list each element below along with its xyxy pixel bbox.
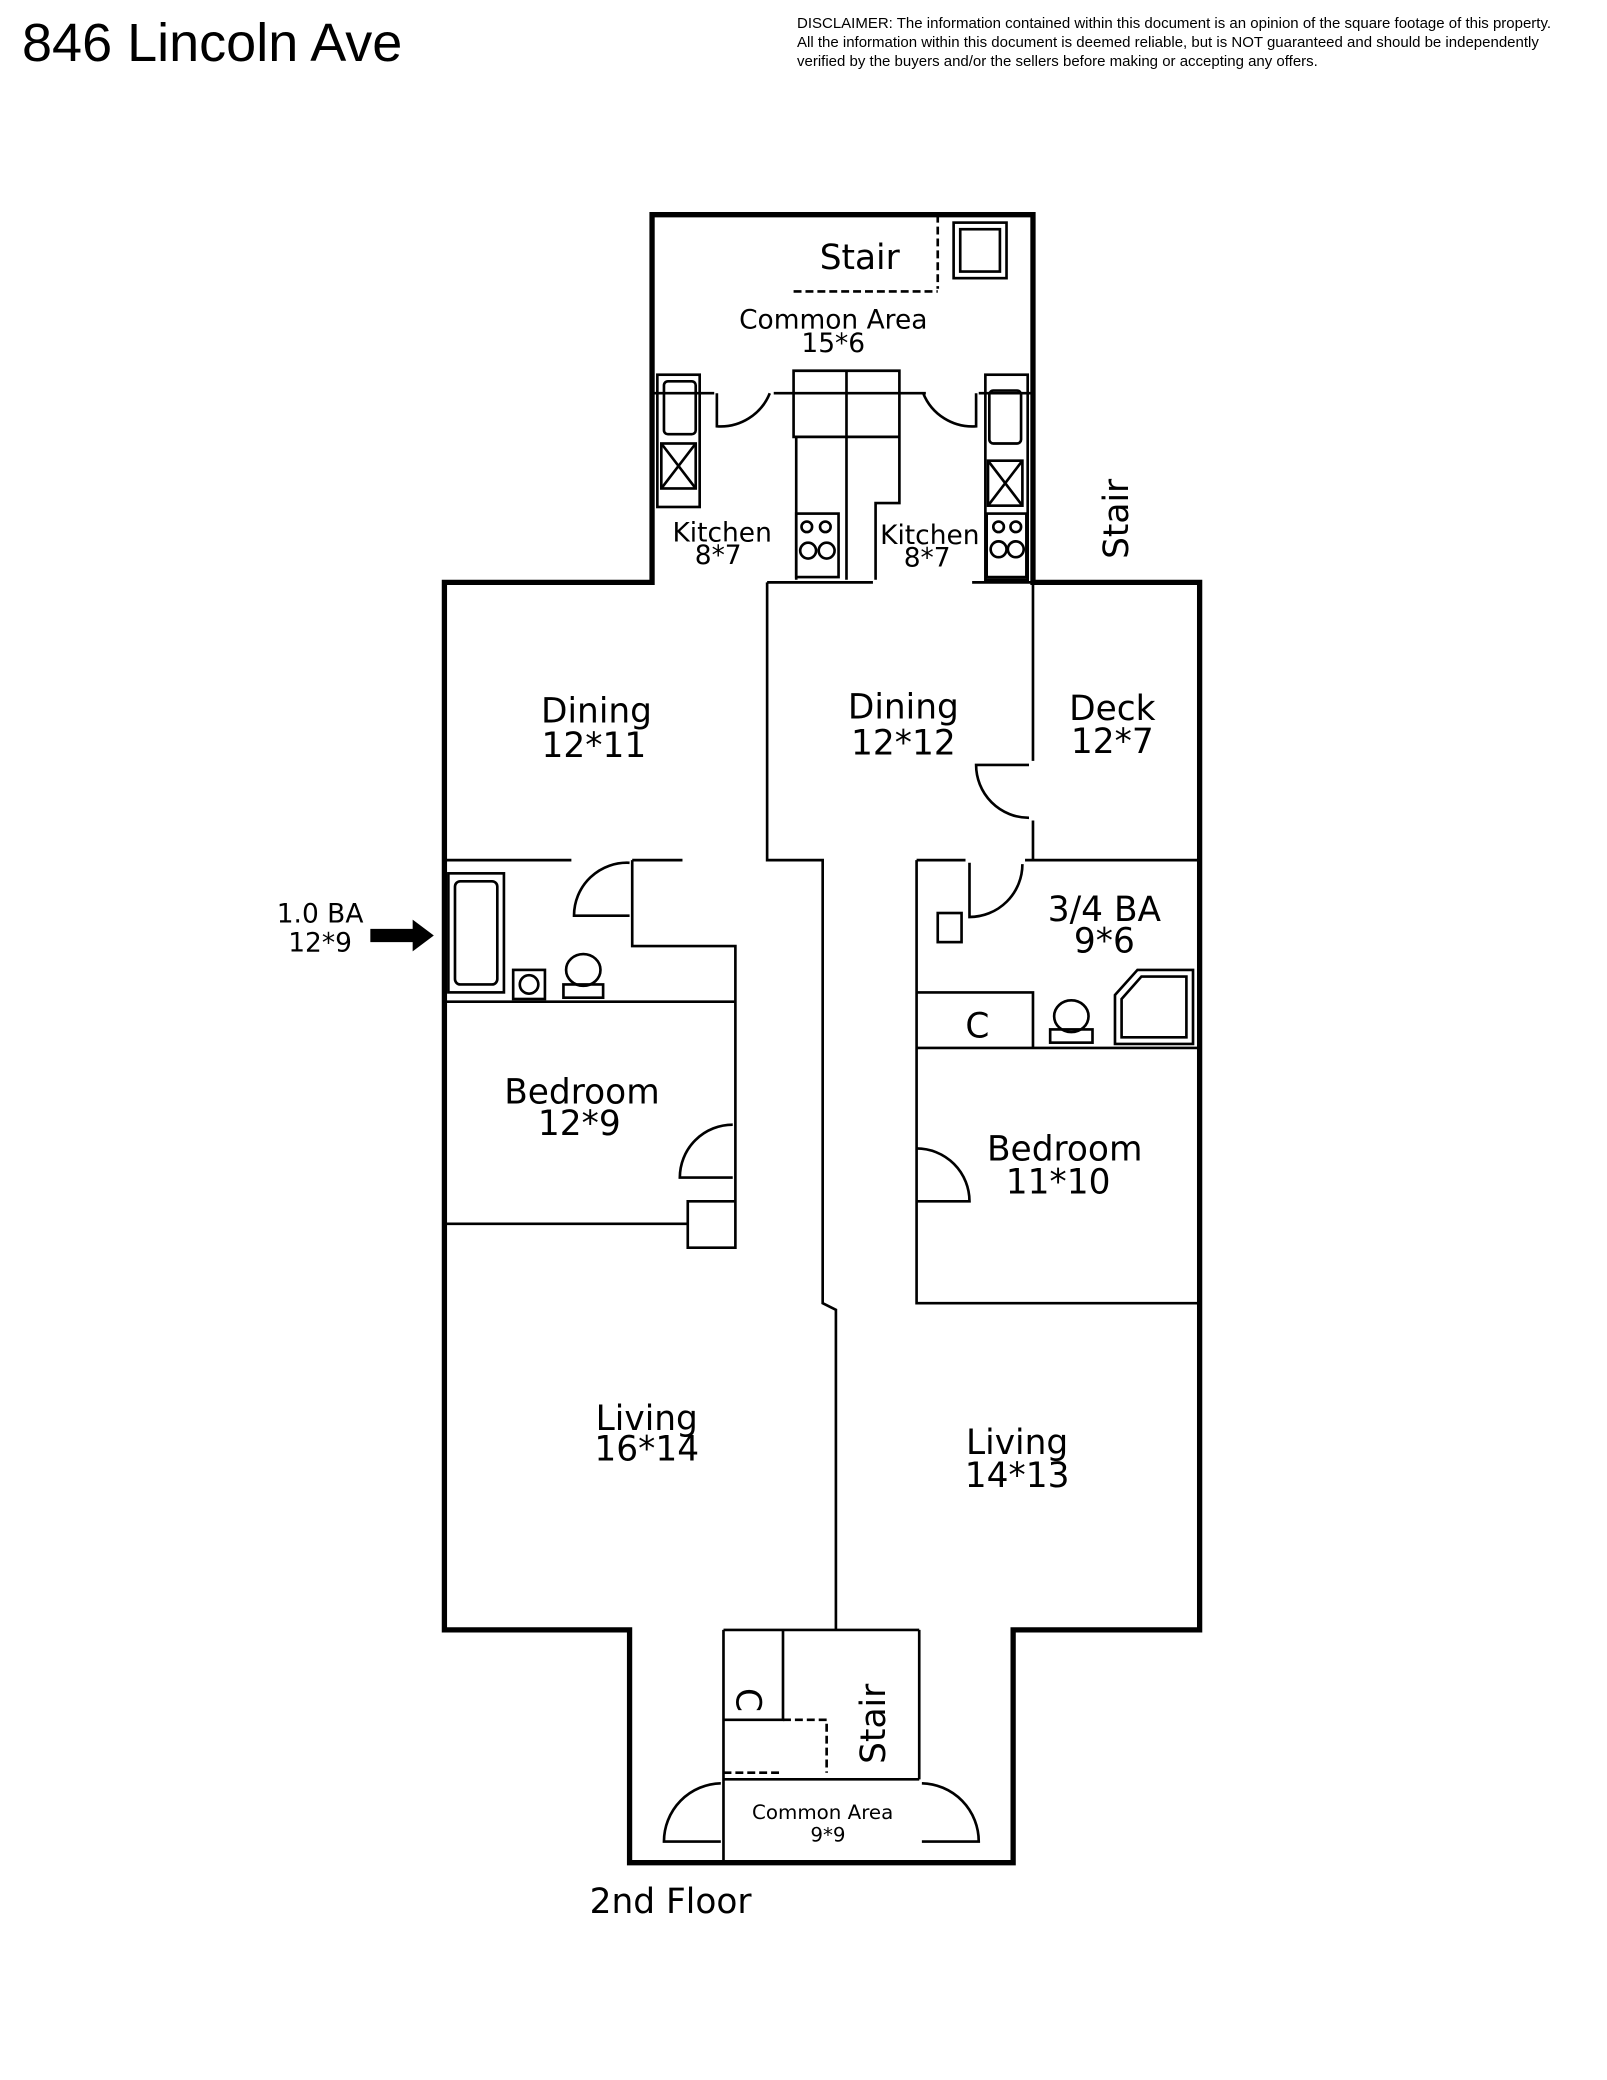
kitchen-right-size: 8*7 xyxy=(904,542,951,573)
deck-size: 12*7 xyxy=(1071,722,1154,762)
bath-left-size: 12*9 xyxy=(288,927,352,958)
exterior-walls xyxy=(441,212,1203,1866)
appliance-icon xyxy=(952,221,1008,280)
kitchen-left-size: 8*7 xyxy=(695,540,742,571)
shower-icon xyxy=(1113,968,1195,1046)
dining-right-size: 12*12 xyxy=(851,723,956,763)
closet-right-label: C xyxy=(965,1006,989,1046)
sink-icon xyxy=(988,389,1023,445)
page-title: 846 Lincoln Ave xyxy=(22,13,403,73)
left-counter xyxy=(656,373,701,509)
deck-label: Deck xyxy=(1069,689,1156,729)
toilet-icon xyxy=(1052,998,1090,1034)
bedroom-right-size: 11*10 xyxy=(1006,1162,1111,1202)
dining-left-size: 12*11 xyxy=(542,726,647,766)
bedroom-right-label: Bedroom xyxy=(987,1129,1142,1169)
bathtub-icon xyxy=(447,872,506,994)
closet-bottom-label: C xyxy=(728,1688,768,1712)
bath-right-size: 9*6 xyxy=(1074,922,1135,962)
bath-right-label: 3/4 BA xyxy=(1048,890,1162,930)
bedroom-left-label: Bedroom xyxy=(504,1072,659,1112)
sink-icon xyxy=(662,380,698,436)
arrow-icon xyxy=(370,919,434,952)
common-bottom-size: 9*9 xyxy=(810,1824,845,1847)
disclaimer-line: DISCLAIMER: The information contained wi… xyxy=(797,15,1552,32)
common-bottom-label: Common Area xyxy=(752,1801,893,1824)
room-labels: Stair Common Area 15*6 Kitchen 8*7 Kitch… xyxy=(277,238,1162,1922)
toilet-icon xyxy=(564,952,602,988)
sink-icon xyxy=(936,911,963,944)
dining-left-label: Dining xyxy=(541,692,652,732)
right-counter xyxy=(984,373,1030,582)
disclaimer: DISCLAIMER: The information contained wi… xyxy=(797,14,1597,71)
kitchen-fixtures xyxy=(656,221,1030,582)
dishwasher-icon xyxy=(986,459,1024,507)
disclaimer-line: verified by the buyers and/or the seller… xyxy=(797,53,1318,70)
stair-bottom-label: Stair xyxy=(854,1683,894,1764)
common-top-label: Common Area xyxy=(739,304,927,335)
living-left-label: Living xyxy=(596,1399,698,1439)
dishwasher-icon xyxy=(659,442,698,490)
common-top-size: 15*6 xyxy=(801,328,865,359)
bedroom-left-size: 12*9 xyxy=(538,1104,621,1144)
stove-icon xyxy=(794,512,840,579)
bath-left-label: 1.0 BA xyxy=(277,898,364,929)
sink-icon xyxy=(511,968,547,1001)
kitchen-left-label: Kitchen xyxy=(672,517,771,548)
living-left-size: 16*14 xyxy=(594,1430,699,1470)
interior-walls xyxy=(444,214,1200,1863)
doors xyxy=(572,392,1030,1843)
kitchen-right-label: Kitchen xyxy=(880,520,979,551)
living-right-size: 14*13 xyxy=(965,1456,1070,1496)
stair-right-label: Stair xyxy=(1097,478,1137,559)
disclaimer-line: All the information within this document… xyxy=(797,34,1539,51)
dining-right-label: Dining xyxy=(848,688,959,728)
stair-top-label: Stair xyxy=(820,238,901,278)
living-right-label: Living xyxy=(966,1423,1068,1463)
bath-fixtures xyxy=(447,872,1195,1046)
floor-label: 2nd Floor xyxy=(590,1882,753,1922)
stove-icon xyxy=(985,512,1028,579)
